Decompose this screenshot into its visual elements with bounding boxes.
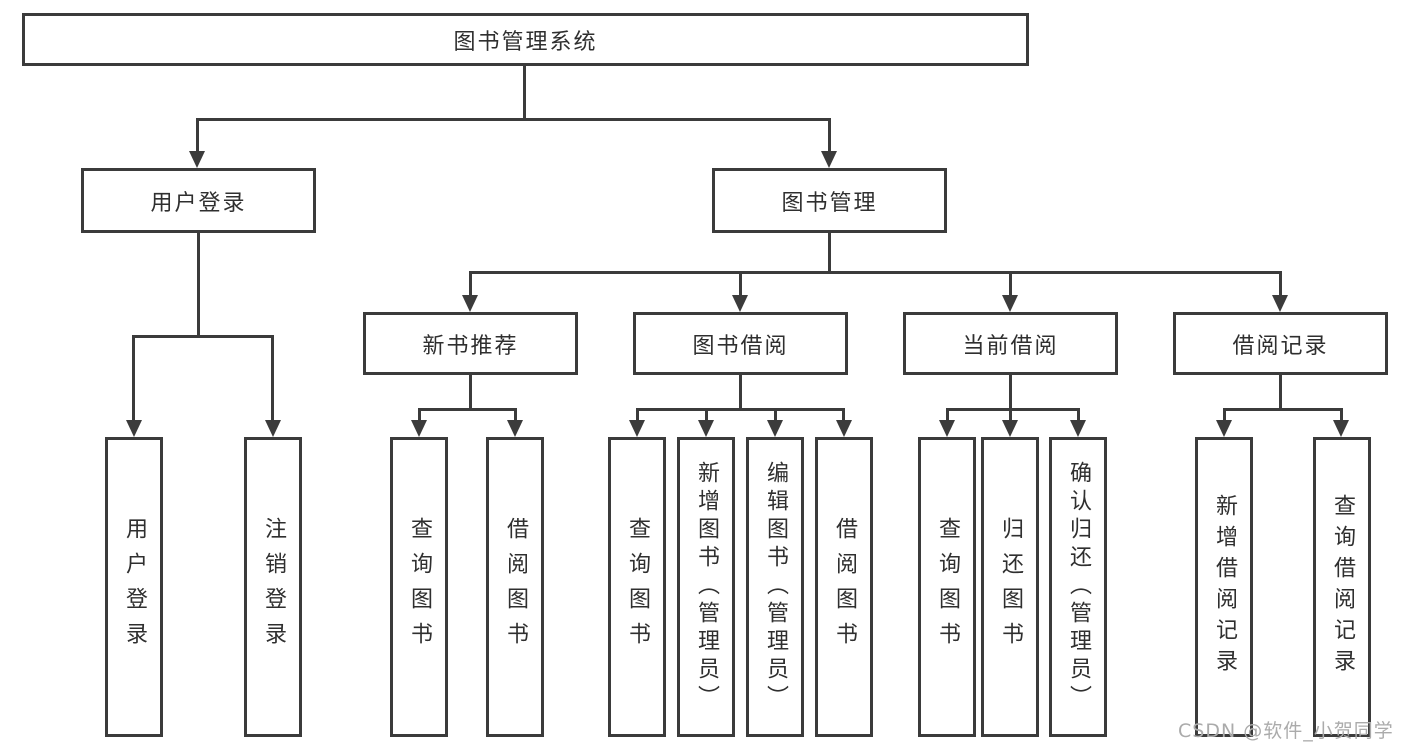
- leaf-current-query-books: 查询图书: [918, 437, 976, 737]
- leaf-add-books-admin: 新增图书（管理员）: [677, 437, 735, 737]
- node-library-management-system: 图书管理系统: [22, 13, 1029, 66]
- connector-line: [196, 118, 831, 121]
- connector-line: [1009, 375, 1012, 408]
- connector-line: [197, 233, 200, 335]
- connector-line: [469, 271, 472, 297]
- arrow-down-icon: [411, 420, 427, 437]
- connector-line: [636, 408, 845, 411]
- node-book-borrowing: 图书借阅: [633, 312, 848, 375]
- connector-line: [418, 408, 421, 422]
- arrow-down-icon: [939, 420, 955, 437]
- arrow-down-icon: [1002, 420, 1018, 437]
- arrow-down-icon: [189, 151, 205, 168]
- leaf-logout: 注销登录: [244, 437, 302, 737]
- arrow-down-icon: [1333, 420, 1349, 437]
- node-user-login: 用户登录: [81, 168, 316, 233]
- leaf-recommend-query-books: 查询图书: [390, 437, 448, 737]
- connector-line: [1223, 408, 1343, 411]
- connector-line: [133, 335, 273, 338]
- arrow-down-icon: [265, 420, 281, 437]
- connector-line: [514, 408, 517, 422]
- arrow-down-icon: [629, 420, 645, 437]
- arrow-down-icon: [821, 151, 837, 168]
- connector-line: [774, 408, 777, 422]
- arrow-down-icon: [1070, 420, 1086, 437]
- leaf-edit-books-admin: 编辑图书（管理员）: [746, 437, 804, 737]
- connector-line: [828, 233, 831, 271]
- node-current-borrowing: 当前借阅: [903, 312, 1118, 375]
- connector-line: [523, 66, 526, 118]
- leaf-borrowing-query-books: 查询图书: [608, 437, 666, 737]
- connector-line: [1279, 375, 1282, 408]
- connector-line: [1077, 408, 1080, 422]
- leaf-confirm-return-admin: 确认归还（管理员）: [1049, 437, 1107, 737]
- connector-line: [946, 408, 1080, 411]
- leaf-add-borrow-record: 新增借阅记录: [1195, 437, 1253, 737]
- arrow-down-icon: [507, 420, 523, 437]
- connector-line: [469, 375, 472, 408]
- leaf-return-books: 归还图书: [981, 437, 1039, 737]
- connector-line: [196, 118, 199, 152]
- connector-line: [132, 335, 135, 421]
- leaf-recommend-borrow-books: 借阅图书: [486, 437, 544, 737]
- connector-line: [1009, 271, 1012, 297]
- connector-line: [1009, 408, 1012, 422]
- connector-line: [739, 375, 742, 408]
- connector-line: [469, 271, 1282, 274]
- arrow-down-icon: [126, 420, 142, 437]
- leaf-borrowing-borrow-books: 借阅图书: [815, 437, 873, 737]
- connector-line: [418, 408, 517, 411]
- connector-line: [636, 408, 639, 422]
- arrow-down-icon: [462, 295, 478, 312]
- connector-line: [1340, 408, 1343, 422]
- connector-line: [946, 408, 949, 422]
- arrow-down-icon: [1216, 420, 1232, 437]
- connector-line: [705, 408, 708, 422]
- arrow-down-icon: [1272, 295, 1288, 312]
- node-borrowing-records: 借阅记录: [1173, 312, 1388, 375]
- arrow-down-icon: [698, 420, 714, 437]
- arrow-down-icon: [836, 420, 852, 437]
- leaf-query-borrow-record: 查询借阅记录: [1313, 437, 1371, 737]
- connector-line: [739, 271, 742, 297]
- connector-line: [842, 408, 845, 422]
- leaf-user-login: 用户登录: [105, 437, 163, 737]
- connector-line: [1279, 271, 1282, 297]
- connector-line: [1223, 408, 1226, 422]
- connector-line: [828, 118, 831, 152]
- arrow-down-icon: [1002, 295, 1018, 312]
- csdn-watermark: CSDN @软件_小贺同学: [1178, 720, 1394, 742]
- arrow-down-icon: [767, 420, 783, 437]
- node-new-book-recommend: 新书推荐: [363, 312, 578, 375]
- arrow-down-icon: [732, 295, 748, 312]
- node-book-management: 图书管理: [712, 168, 947, 233]
- connector-line: [271, 335, 274, 421]
